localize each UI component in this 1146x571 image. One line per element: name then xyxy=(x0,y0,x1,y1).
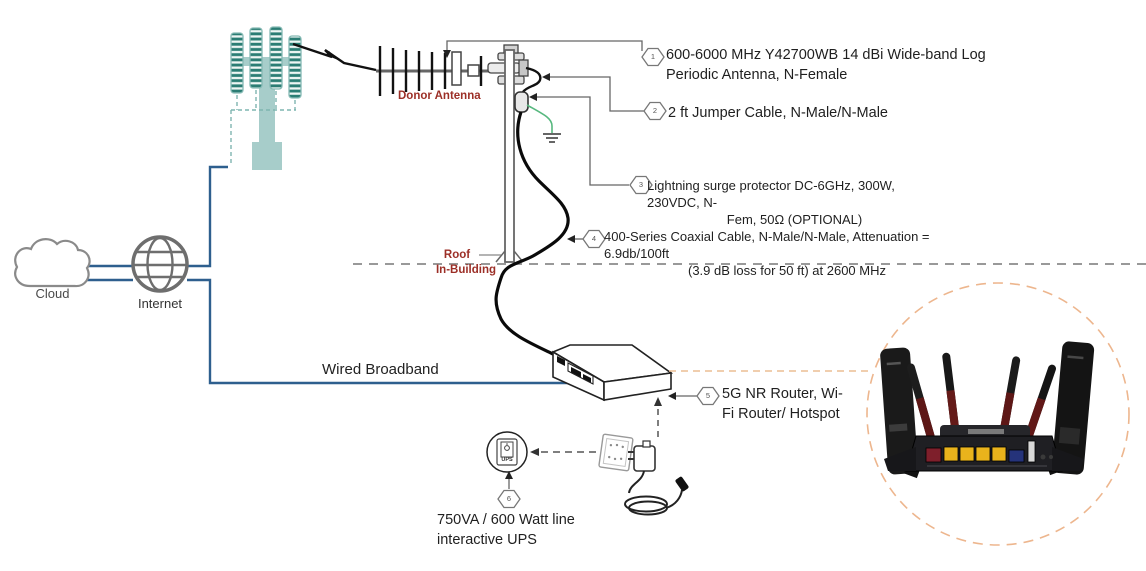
ground-wire xyxy=(526,104,553,133)
callout-3-line1: Lightning surge protector DC-6GHz, 300W,… xyxy=(647,178,895,210)
callout-4-line1: 400-Series Coaxial Cable, N-Male/N-Male,… xyxy=(604,229,930,261)
callout-3-text: Lightning surge protector DC-6GHz, 300W,… xyxy=(647,177,942,228)
callout-connectors xyxy=(446,40,697,489)
wired-broadband-label: Wired Broadband xyxy=(322,361,439,378)
in-building-label: In-Building xyxy=(435,264,497,276)
cloud-label: Cloud xyxy=(35,286,70,301)
right-paddle-antenna xyxy=(1051,341,1095,475)
ground-symbol xyxy=(543,133,561,143)
callout-hexagons xyxy=(497,47,720,509)
coax-cable xyxy=(494,111,570,356)
callout-2-line1: 2 ft Jumper Cable, N-Male/N-Male xyxy=(668,105,888,121)
wired-broadband-line xyxy=(187,278,577,385)
outlet-to-ups-arrow xyxy=(530,448,596,456)
callout-6-line1: 750VA / 600 Watt line xyxy=(437,512,575,528)
internet-label: Internet xyxy=(137,296,183,311)
router-box-ports xyxy=(557,356,591,383)
callout-4-number: 4 xyxy=(591,234,597,243)
ups-icon xyxy=(486,431,528,473)
cloud-icon xyxy=(14,238,91,288)
wall-outlet-icon xyxy=(598,433,634,472)
roof-label: Roof xyxy=(443,249,471,261)
callout-6-line2: interactive UPS xyxy=(437,532,537,548)
callout-arrowheads xyxy=(443,50,676,479)
callout-4-text: 400-Series Coaxial Cable, N-Male/N-Male,… xyxy=(604,228,970,279)
callout-1-number: 1 xyxy=(650,52,656,61)
cell-tower-icon xyxy=(230,26,302,170)
callout-5-line1: 5G NR Router, Wi- xyxy=(722,386,843,402)
callout-2-number: 2 xyxy=(652,106,658,115)
callout-3-line2: Fem, 50Ω (OPTIONAL) xyxy=(726,212,863,227)
callout-1-line2: Periodic Antenna, N-Female xyxy=(666,67,848,83)
callout-3-number: 3 xyxy=(638,180,644,189)
left-paddle-antenna xyxy=(880,347,918,475)
callout-5-text: 5G NR Router, Wi- Fi Router/ Hotspot xyxy=(722,384,857,424)
callout-6-number: 6 xyxy=(506,494,512,503)
callout-5-line2: Fi Router/ Hotspot xyxy=(722,406,840,422)
internet-icon xyxy=(131,235,189,293)
jumper-cable xyxy=(522,66,542,93)
router-box xyxy=(551,344,674,402)
surge-protector xyxy=(514,91,529,113)
callout-6-text: 750VA / 600 Watt line interactive UPS xyxy=(437,510,602,550)
power-to-router-arrow xyxy=(654,397,662,437)
callout-1-line1: 600-6000 MHz Y42700WB 14 dBi Wide-band L… xyxy=(666,47,986,63)
lightning-bolt-icon xyxy=(292,42,377,72)
ups-label: UPS xyxy=(501,457,513,463)
donor-antenna-label: Donor Antenna xyxy=(398,90,481,102)
tower-feed-dashed-line xyxy=(230,90,296,165)
callout-1-text: 600-6000 MHz Y42700WB 14 dBi Wide-band L… xyxy=(666,45,1031,85)
callout-5-number: 5 xyxy=(705,391,711,400)
callout-2-text: 2 ft Jumper Cable, N-Male/N-Male xyxy=(668,103,888,123)
router-photo xyxy=(866,282,1130,546)
power-adapter-icon xyxy=(624,440,689,516)
callout-4-line2: (3.9 dB loss for 50 ft) at 2600 MHz xyxy=(688,263,886,278)
router-ports xyxy=(925,440,1036,463)
